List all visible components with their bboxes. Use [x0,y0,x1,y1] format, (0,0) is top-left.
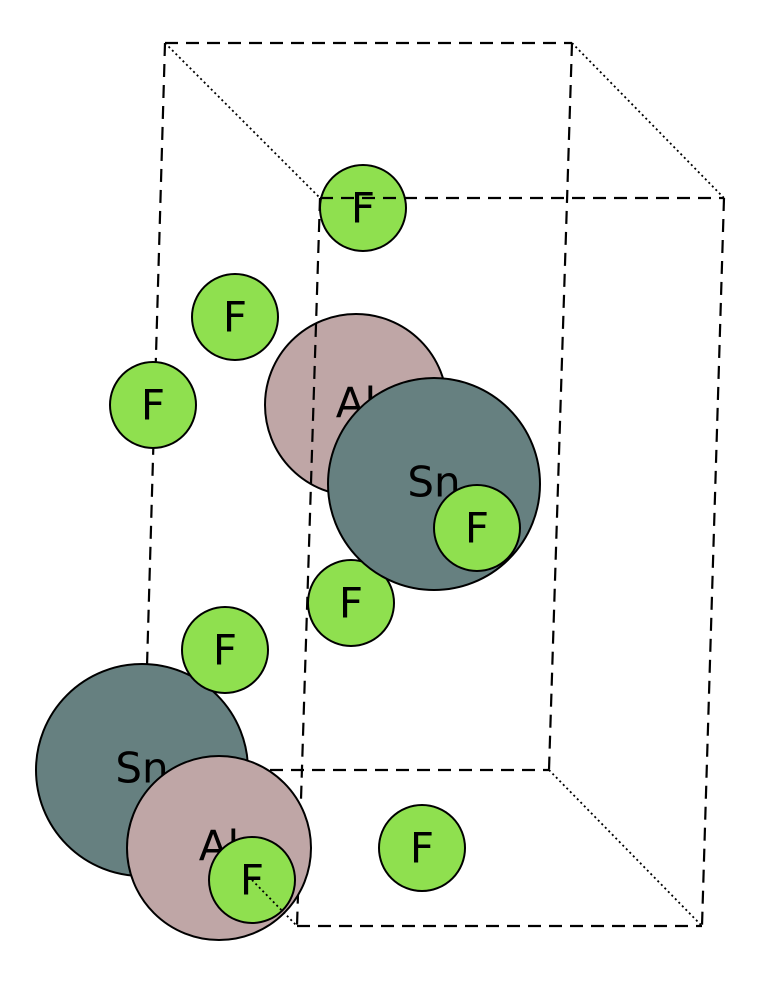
cell-edge [295,197,322,927]
cell-edge [571,42,725,199]
cell-edge [164,42,321,199]
cell-edge [547,42,574,771]
atom-f-sphere [433,484,521,572]
atom-f: F [319,164,407,252]
atom-f-label: F [351,184,375,233]
cell-edge [548,769,703,927]
atom-f-label: F [223,293,247,342]
atom-f: F [433,484,521,572]
atom-f-label: F [465,504,489,553]
cell-front-edges [295,196,726,928]
atom-f-sphere [109,361,197,449]
atom-f-sphere [181,606,269,694]
atom-f-sphere [191,273,279,361]
atom-f-label: F [339,579,363,628]
atom-f-label: F [410,824,434,873]
atom-f: F [191,273,279,361]
atom-f: F [181,606,269,694]
atom-f-sphere [378,804,466,892]
cell-edge [700,197,726,927]
atom-f: F [378,804,466,892]
atom-f: F [307,559,395,647]
atom-f-label: F [213,626,237,675]
atoms-layer: F Sn Al F F F F [35,164,726,941]
atom-f-label: F [141,381,165,430]
cell-edge [251,879,298,927]
atom-f: F [109,361,197,449]
